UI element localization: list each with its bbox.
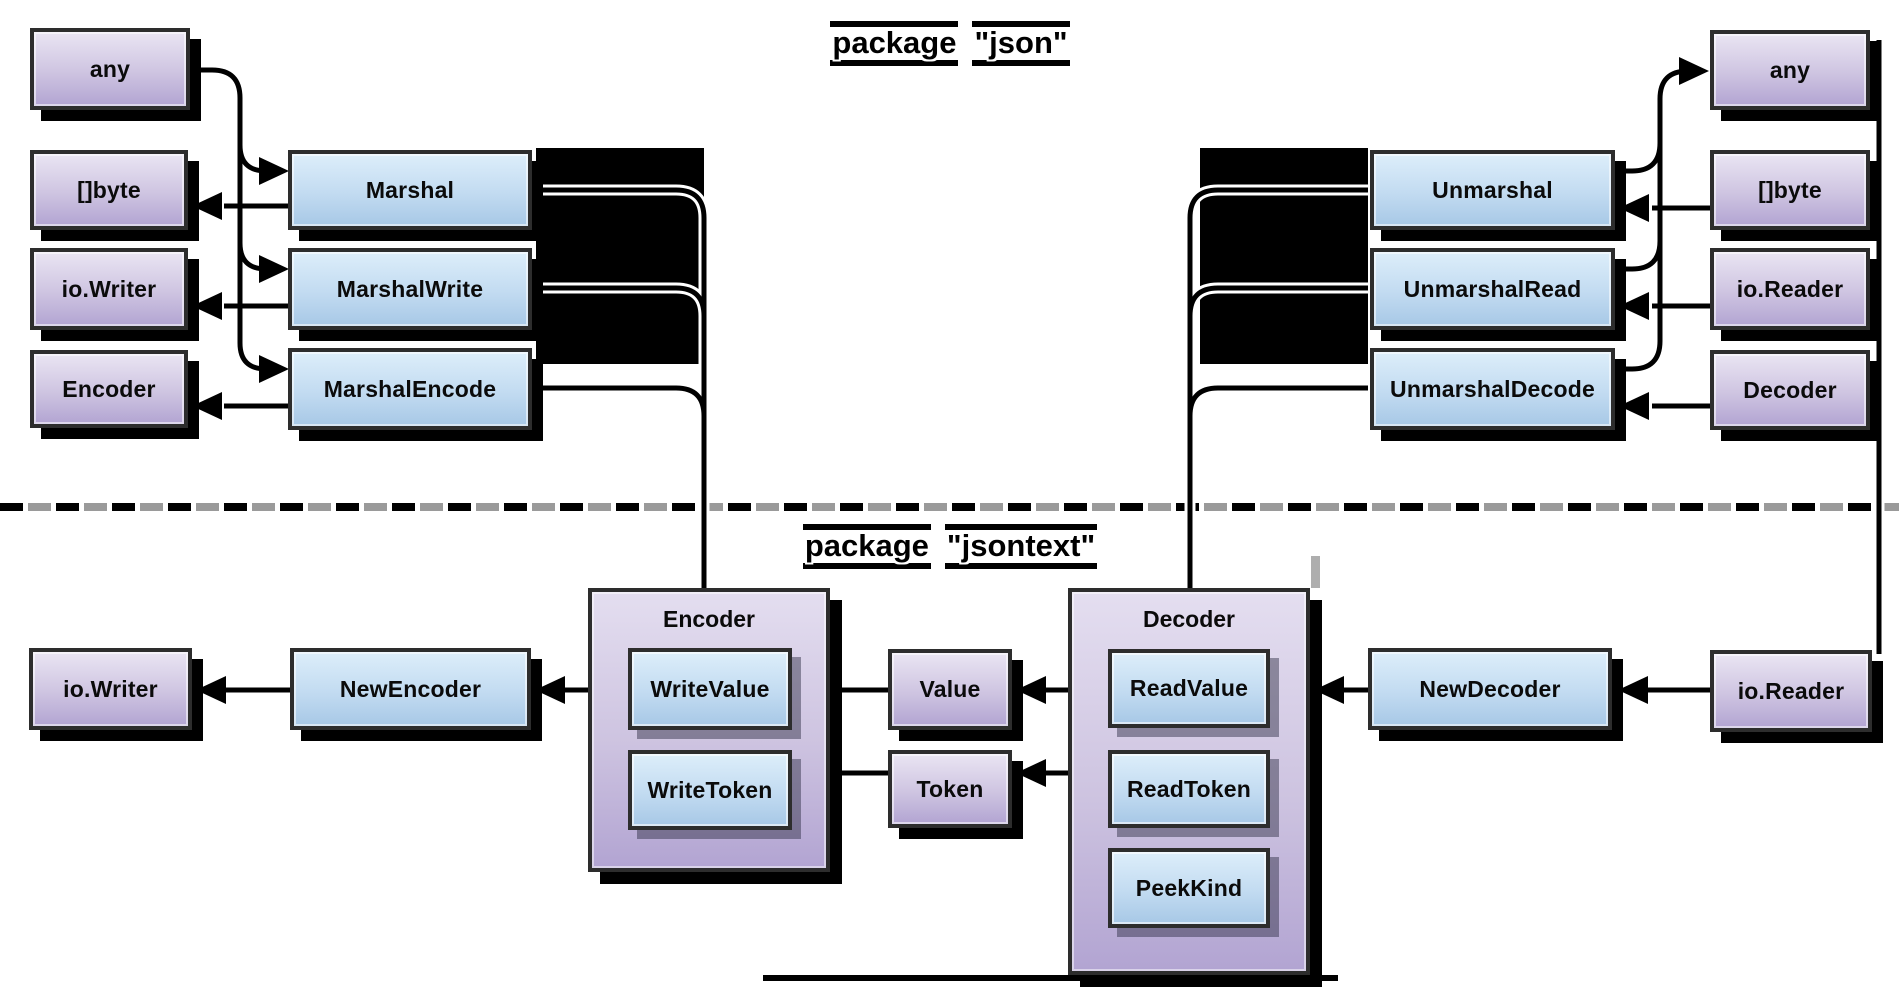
type-box-token: Token: [888, 750, 1012, 828]
type-label: io.Reader: [1736, 275, 1844, 302]
type-box-io-writer-bottom: io.Writer: [29, 648, 192, 730]
type-box-any-right: any: [1710, 30, 1870, 110]
package-jsontext-title: package "jsontext": [0, 524, 1900, 569]
type-label: Decoder: [1743, 376, 1837, 403]
func-label: MarshalEncode: [323, 375, 497, 402]
package-json-title-word1: package: [830, 21, 959, 66]
type-label: io.Writer: [63, 675, 158, 702]
redacted-block-left: [536, 148, 704, 364]
type-box-byte-slice-right: []byte: [1710, 150, 1870, 230]
func-label: NewEncoder: [339, 675, 482, 702]
type-label: Value: [919, 676, 981, 702]
type-label: []byte: [77, 176, 141, 203]
type-label: []byte: [1758, 176, 1822, 203]
package-divider-dashed-line: [0, 503, 1900, 511]
type-label: any: [89, 55, 131, 82]
redacted-block-right: [1200, 148, 1368, 364]
func-box-unmarshal: Unmarshal: [1370, 150, 1615, 230]
type-label: Token: [916, 775, 984, 802]
method-label: PeekKind: [1135, 874, 1243, 901]
method-label: WriteValue: [650, 675, 770, 702]
func-label: UnmarshalRead: [1403, 275, 1582, 302]
method-box-peek-kind: PeekKind: [1108, 848, 1270, 928]
func-box-unmarshal-read: UnmarshalRead: [1370, 248, 1615, 330]
func-label: UnmarshalDecode: [1390, 375, 1595, 402]
wire-arrowheads: [192, 57, 1709, 787]
type-box-byte-slice-left: []byte: [30, 150, 188, 230]
func-box-new-encoder: NewEncoder: [290, 648, 531, 730]
func-box-new-decoder: NewDecoder: [1368, 648, 1612, 730]
func-box-marshal: Marshal: [288, 150, 532, 230]
func-label: MarshalWrite: [336, 275, 484, 302]
type-box-decoder-ref: Decoder: [1710, 350, 1870, 430]
struct-title-encoder: Encoder: [662, 606, 756, 632]
type-box-any-left: any: [30, 28, 190, 110]
func-box-unmarshal-decode: UnmarshalDecode: [1370, 348, 1615, 430]
package-json-title-word2: "json": [972, 21, 1070, 66]
gray-line-artifact: [1311, 556, 1320, 588]
type-label: Encoder: [62, 375, 156, 402]
method-box-write-token: WriteToken: [628, 750, 792, 830]
func-label: NewDecoder: [1419, 675, 1561, 702]
method-box-read-value: ReadValue: [1108, 649, 1270, 728]
package-jsontext-title-word2: "jsontext": [944, 524, 1098, 569]
package-jsontext-title-word1: package: [802, 524, 931, 569]
type-box-value: Value: [888, 649, 1012, 730]
type-box-io-reader-top: io.Reader: [1710, 248, 1870, 330]
type-box-io-writer-top: io.Writer: [30, 248, 188, 330]
method-label: WriteToken: [647, 776, 773, 803]
type-box-io-reader-bottom: io.Reader: [1710, 650, 1872, 732]
func-box-marshal-write: MarshalWrite: [288, 248, 532, 330]
wire-lines: [190, 40, 1882, 776]
func-box-marshal-encode: MarshalEncode: [288, 348, 532, 430]
type-label: io.Reader: [1737, 677, 1845, 704]
package-json-title: package "json": [0, 21, 1900, 66]
type-label: any: [1769, 56, 1811, 83]
bottom-rule-line: [763, 975, 1338, 981]
method-label: ReadToken: [1126, 775, 1252, 802]
method-box-read-token: ReadToken: [1108, 750, 1270, 828]
struct-title-decoder: Decoder: [1142, 606, 1236, 632]
func-label: Unmarshal: [1432, 176, 1553, 203]
type-label: io.Writer: [61, 275, 157, 302]
method-label: ReadValue: [1129, 675, 1249, 701]
method-box-write-value: WriteValue: [628, 648, 792, 730]
func-label: Marshal: [365, 176, 455, 203]
type-box-encoder-ref: Encoder: [30, 350, 188, 428]
